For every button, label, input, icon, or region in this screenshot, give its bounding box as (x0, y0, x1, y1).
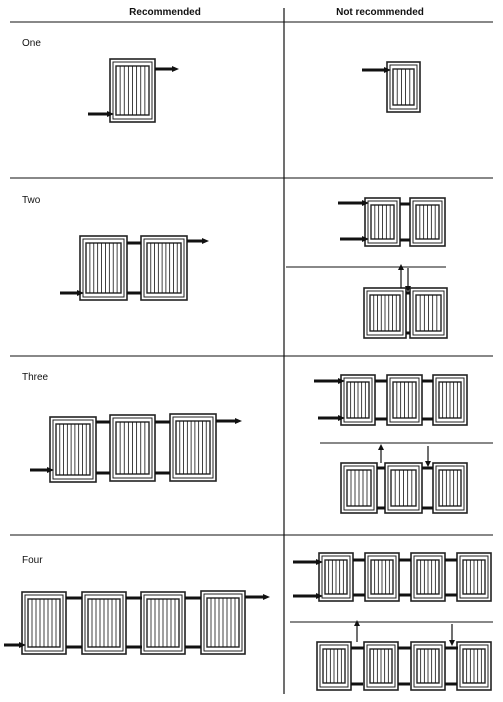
arrowhead-icon (362, 236, 369, 242)
panel-recommended-two-a (79, 235, 128, 301)
panel-not-recommended-three-b1 (340, 462, 378, 514)
panel-not-recommended-four-a3 (410, 552, 446, 602)
panel-not-recommended-two-b2 (409, 287, 448, 339)
row-label-one: One (22, 38, 41, 49)
panel-recommended-two-b (140, 235, 188, 301)
panel-recommended-one (109, 58, 156, 123)
arrowhead-icon (172, 66, 179, 72)
panel-not-recommended-four-b3 (410, 641, 446, 691)
arrowhead-icon (338, 378, 345, 384)
row-label-three: Three (22, 372, 49, 383)
panel-not-recommended-three-a2 (386, 374, 423, 426)
panel-recommended-four-a (21, 591, 67, 655)
arrowhead-icon (354, 620, 360, 626)
arrowhead-icon (47, 467, 54, 473)
arrowhead-icon (202, 238, 209, 244)
panel-recommended-three-c (169, 413, 217, 482)
panel-recommended-four-b (81, 591, 127, 655)
panel-not-recommended-three-b2 (384, 462, 423, 514)
panel-recommended-four-d (200, 590, 246, 655)
panel-not-recommended-four-a2 (364, 552, 400, 602)
arrowhead-icon (316, 559, 323, 565)
panel-not-recommended-four-a4 (456, 552, 492, 602)
panel-not-recommended-three-b3 (432, 462, 468, 514)
panel-not-recommended-two-a2 (409, 197, 446, 247)
header-recommended: Recommended (129, 7, 201, 18)
arrowhead-icon (77, 290, 84, 296)
arrowhead-icon (405, 286, 411, 292)
arrowhead-icon (362, 200, 369, 206)
arrowhead-icon (235, 418, 242, 424)
panel-not-recommended-one (386, 61, 421, 113)
arrowhead-icon (378, 444, 384, 450)
panel-recommended-three-b (109, 414, 156, 482)
panel-not-recommended-four-a1 (318, 552, 354, 602)
arrowhead-icon (316, 593, 323, 599)
panel-not-recommended-four-b1 (316, 641, 352, 691)
panel-recommended-three-a (49, 416, 97, 483)
panel-not-recommended-four-b2 (363, 641, 399, 691)
arrowhead-icon (398, 264, 404, 270)
panel-not-recommended-two-b1 (363, 287, 407, 339)
panel-not-recommended-three-a1 (340, 374, 376, 426)
row-label-four: Four (22, 555, 43, 566)
arrowhead-icon (19, 642, 26, 648)
arrowhead-icon (384, 67, 391, 73)
panel-not-recommended-four-b4 (456, 641, 492, 691)
arrowhead-icon (449, 640, 455, 646)
arrowhead-icon (425, 461, 431, 467)
panel-recommended-four-c (140, 591, 186, 655)
arrowhead-icon (338, 415, 345, 421)
panel-not-recommended-two-a1 (364, 197, 401, 247)
row-label-two: Two (22, 195, 41, 206)
arrowhead-icon (107, 111, 114, 117)
arrowhead-icon (263, 594, 270, 600)
panel-not-recommended-three-a3 (432, 374, 468, 426)
header-not-recommended: Not recommended (336, 7, 424, 18)
